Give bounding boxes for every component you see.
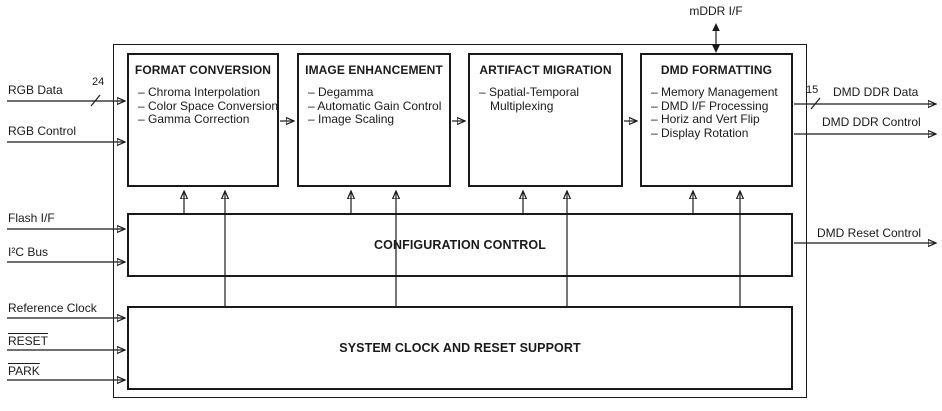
block-feature-list: – Degamma – Automatic Gain Control – Ima… bbox=[299, 85, 449, 127]
bus-width-rgb-data: 24 bbox=[92, 76, 105, 88]
block-title: ARTIFACT MIGRATION bbox=[479, 63, 612, 77]
block-title: SYSTEM CLOCK AND RESET SUPPORT bbox=[339, 341, 581, 355]
port-label-reference-clock: Reference Clock bbox=[8, 301, 97, 315]
feature-item: – Gamma Correction bbox=[138, 112, 250, 126]
block-feature-list: – Memory Management – DMD I/F Processing… bbox=[642, 85, 791, 140]
feature-item: – Color Space Conversion bbox=[138, 98, 279, 113]
dmd-ddr-data-arrow bbox=[794, 97, 936, 110]
block-feature-list: – Spatial-Temporal Multiplexing bbox=[470, 85, 621, 113]
block-format-conversion: FORMAT CONVERSION – Chroma Interpolation… bbox=[127, 53, 279, 187]
feature-item: – Automatic Gain Control bbox=[308, 98, 442, 113]
block-system-clock-reset: SYSTEM CLOCK AND RESET SUPPORT bbox=[127, 306, 793, 390]
block-title: CONFIGURATION CONTROL bbox=[374, 238, 546, 252]
port-label-park: PARK bbox=[8, 364, 40, 378]
bus-width-24-slash bbox=[90, 94, 101, 107]
feature-item: – Spatial-Temporal Multiplexing bbox=[479, 85, 580, 113]
feature-item: – Display Rotation bbox=[651, 125, 749, 140]
block-title: DMD FORMATTING bbox=[660, 63, 773, 77]
port-label-rgb-control: RGB Control bbox=[8, 124, 77, 138]
feature-item: – Horiz and Vert Flip bbox=[651, 112, 760, 126]
port-label-rgb-data: RGB Data bbox=[8, 83, 63, 97]
port-label-i2c-bus: I²C Bus bbox=[8, 245, 49, 259]
block-title: FORMAT CONVERSION bbox=[134, 63, 272, 77]
port-label-flash-if: Flash I/F bbox=[8, 211, 55, 225]
block-configuration-control: CONFIGURATION CONTROL bbox=[127, 213, 793, 277]
port-label-dmd-reset-control: DMD Reset Control bbox=[817, 226, 922, 240]
port-label-mddr-if: mDDR I/F bbox=[689, 4, 743, 18]
feature-item: – Degamma bbox=[308, 85, 374, 99]
feature-item: – DMD I/F Processing bbox=[651, 98, 769, 113]
bus-width-dmd-ddr-data: 15 bbox=[806, 84, 819, 96]
port-label-dmd-ddr-data: DMD DDR Data bbox=[833, 85, 919, 99]
port-label-reset: RESET bbox=[8, 334, 49, 348]
block-feature-list: – Chroma Interpolation – Color Space Con… bbox=[129, 85, 279, 127]
bus-width-15-slash bbox=[810, 97, 821, 110]
feature-item: – Chroma Interpolation bbox=[138, 85, 261, 99]
feature-item: – Memory Management bbox=[651, 85, 778, 99]
port-label-dmd-ddr-control: DMD DDR Control bbox=[822, 115, 921, 129]
block-image-enhancement: IMAGE ENHANCEMENT – Degamma – Automatic … bbox=[297, 53, 451, 187]
feature-item: – Image Scaling bbox=[308, 112, 395, 126]
block-title: IMAGE ENHANCEMENT bbox=[305, 63, 443, 77]
block-dmd-formatting: DMD FORMATTING – Memory Management – DMD… bbox=[640, 53, 793, 187]
block-artifact-migration: ARTIFACT MIGRATION – Spatial-Temporal Mu… bbox=[468, 53, 623, 187]
